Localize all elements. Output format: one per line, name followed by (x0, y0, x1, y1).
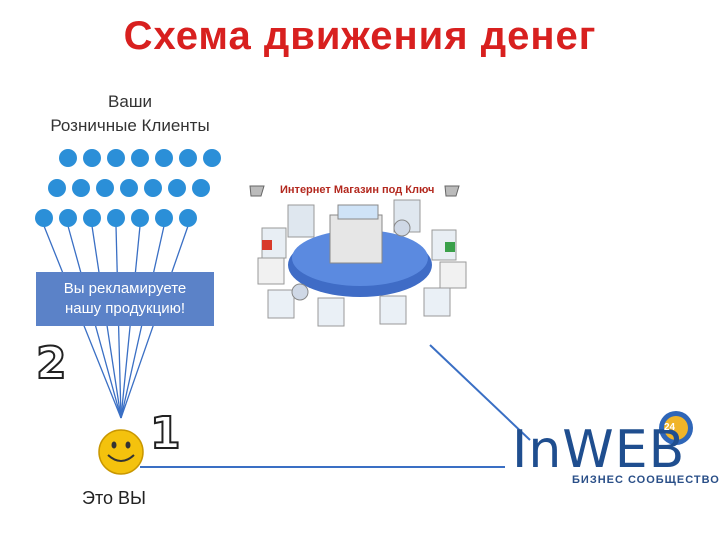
inweb-logo-badge-number: 24 (664, 422, 675, 433)
store-illustration (250, 186, 466, 326)
client-dot (59, 209, 77, 227)
advertising-box-line1: Вы рекламируете (36, 279, 214, 299)
client-dot (120, 179, 138, 197)
step-one-number: 1 (150, 408, 181, 459)
client-dot (179, 149, 197, 167)
step-two-number: 2 (36, 338, 67, 389)
client-dot (144, 179, 162, 197)
inweb-logo-text: InWEB (512, 420, 685, 480)
client-dot (155, 209, 173, 227)
client-dot (35, 209, 53, 227)
client-dot (131, 149, 149, 167)
client-dot (48, 179, 66, 197)
client-dots (35, 149, 221, 227)
store-title: Интернет Магазин под Ключ (280, 184, 434, 196)
client-dot (107, 149, 125, 167)
inweb-logo-subtitle: БИЗНЕС СООБЩЕСТВО (572, 474, 720, 486)
client-dot (131, 209, 149, 227)
client-dot (59, 149, 77, 167)
client-dot (192, 179, 210, 197)
client-dot (83, 149, 101, 167)
client-dot (107, 209, 125, 227)
advertising-box-line2: нашу продукцию! (36, 299, 214, 319)
client-dot (203, 149, 221, 167)
client-dot (168, 179, 186, 197)
client-dot (96, 179, 114, 197)
client-dot (179, 209, 197, 227)
client-dot (72, 179, 90, 197)
you-label: Это ВЫ (82, 488, 146, 509)
client-dot (155, 149, 173, 167)
advertising-box: Вы рекламируете нашу продукцию! (36, 272, 214, 326)
client-dot (83, 209, 101, 227)
smiley-icon (99, 430, 143, 474)
